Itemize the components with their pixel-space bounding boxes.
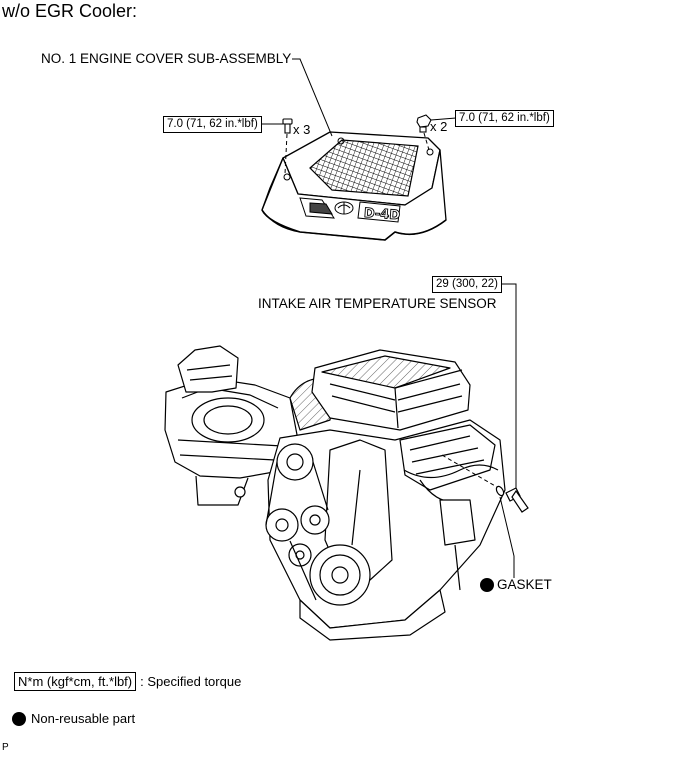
sensor-leader-line (501, 283, 517, 492)
sensor-torque-box: 29 (300, 22) (432, 276, 503, 293)
legend-torque-units-box: N*m (kgf*cm, ft.*lbf) (14, 672, 137, 691)
legend-torque-desc: : Specified torque (140, 674, 242, 689)
sensor-install-dash-line (441, 454, 503, 491)
cover-badge-text: D-4D (363, 206, 400, 224)
nut-icon (416, 114, 432, 133)
nut-quantity-right: x 2 (430, 119, 448, 134)
intake-air-temperature-sensor-icon (505, 487, 529, 513)
engine-assembly-drawing (164, 345, 506, 641)
gasket-label: GASKET (497, 577, 552, 592)
torque-right-connector (430, 117, 457, 121)
gasket-ring (495, 485, 505, 497)
page-title: w/o EGR Cooler: (2, 1, 138, 21)
legend-torque: N*m (kgf*cm, ft.*lbf) : Specified torque (14, 672, 241, 691)
gasket-callout: GASKET (480, 577, 552, 592)
engine-cover-label: NO. 1 ENGINE COVER SUB-ASSEMBLY (41, 51, 292, 66)
legend-non-reusable-desc: Non-reusable part (31, 711, 136, 726)
footer-code: P (2, 742, 9, 753)
cover-label-leader (292, 58, 333, 137)
gasket-leader-line (499, 496, 515, 578)
non-reusable-dot-icon (12, 711, 26, 726)
nut-right-dash-line (423, 132, 430, 151)
cover-mesh-panel (309, 139, 419, 197)
bolt-icon (282, 118, 293, 134)
torque-spec-box-right: 7.0 (71, 62 in.*lbf) (455, 110, 554, 127)
cover-details (283, 137, 434, 223)
bolt-quantity-left: x 3 (293, 122, 311, 137)
torque-spec-box-left: 7.0 (71, 62 in.*lbf) (163, 116, 262, 133)
non-reusable-dot-icon (480, 577, 494, 592)
sensor-label: INTAKE AIR TEMPERATURE SENSOR (258, 296, 497, 311)
legend-non-reusable: Non-reusable part (12, 711, 135, 726)
